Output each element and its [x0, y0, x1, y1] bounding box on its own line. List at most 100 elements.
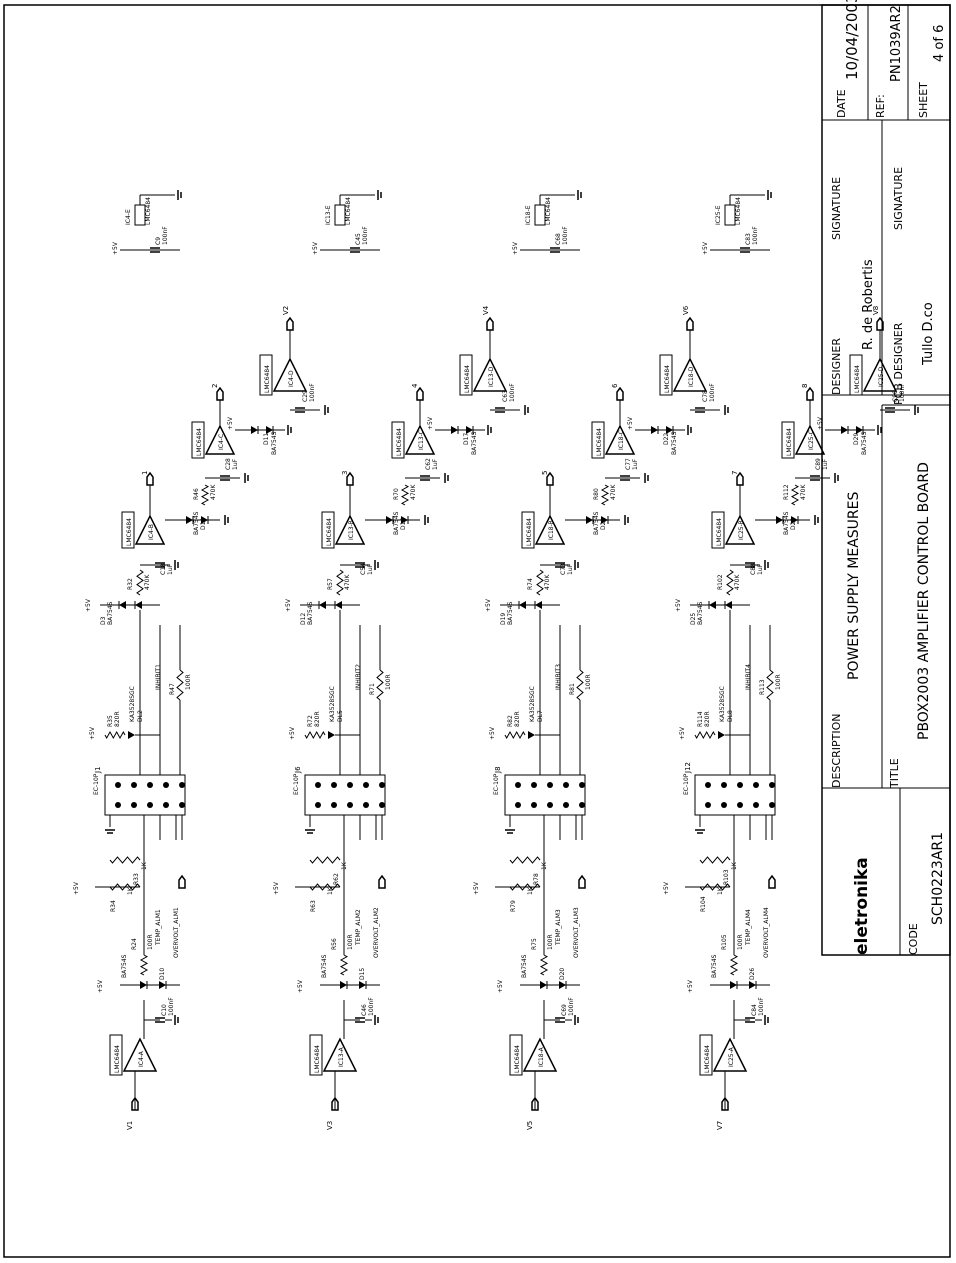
opamp-part: LMC6484 [396, 428, 403, 456]
dec-ic-part: LMC6484 [735, 197, 742, 225]
r-b: R33 [133, 873, 140, 885]
d-in: D10 [159, 968, 166, 980]
connector-ref: J6 [294, 766, 302, 774]
connector-type: EC-10P [493, 773, 500, 795]
d-s1: D10 [200, 518, 207, 530]
c-out-val: 100nF [309, 383, 316, 402]
c-dec: C45 [355, 233, 362, 245]
r-s2-val: 470K [610, 484, 617, 500]
c-s1: C54 [360, 563, 367, 575]
opamp-ref: IC25-A [728, 1046, 735, 1067]
opamp-part: LMC6484 [514, 1045, 521, 1073]
c-out-val: 100nF [709, 383, 716, 402]
c-s1: C73 [560, 563, 567, 575]
connector-ref: J1 [94, 766, 102, 774]
plus5-mid: +5V [675, 598, 682, 612]
r-inh: R47 [169, 683, 176, 695]
c-dec-val: 100nF [752, 226, 759, 245]
plus5-top: +5V [817, 416, 824, 430]
pcb-designer-value: Tullo D.co [921, 302, 936, 366]
c-s2-val: 1uF [232, 458, 239, 470]
connector-type: EC-10P [93, 773, 100, 795]
d-s0: D25 [690, 613, 697, 625]
r-temp-val: 100R [147, 934, 154, 950]
d-s2-part: BA754S [471, 431, 478, 455]
title-value: PBOX2003 AMPLIFIER CONTROL BOARD [916, 462, 932, 740]
r-s1-val: 470K [344, 574, 351, 590]
diode-in: BA754S [121, 954, 128, 978]
r-temp-val: 100R [347, 934, 354, 950]
r-led-val: 820R [514, 711, 521, 727]
plus5-in: +5V [687, 979, 694, 993]
net-out: V4 [482, 305, 490, 315]
input-net: V3 [326, 1121, 334, 1130]
r-a-val: 1K [527, 886, 534, 895]
title-label: TITLE [888, 758, 901, 789]
diode-in: BA754S [321, 954, 328, 978]
d-s0-part: BA754S [107, 601, 114, 625]
plus5-pu: +5V [663, 881, 670, 895]
ref-label: REF: [874, 94, 887, 118]
r-inh-val: 100R [385, 674, 392, 690]
r-b-val: 1K [341, 861, 348, 870]
led-part: KA3528SGC [129, 686, 136, 722]
c-dec-val: 100nF [162, 226, 169, 245]
signature-label: SIGNATURE [830, 177, 843, 240]
code-label: CODE [907, 923, 920, 955]
d-s1-part: BA754S [593, 511, 600, 535]
plus5-in: +5V [297, 979, 304, 993]
r-s1: R32 [127, 578, 134, 590]
d-s1-part: BA754S [193, 511, 200, 535]
c-out-val: 100nF [899, 383, 906, 402]
connector-body [504, 774, 586, 816]
opamp-ref: IC18-A [538, 1046, 545, 1067]
d-s2: D11 [263, 433, 270, 445]
r-a-val: 1K [127, 886, 134, 895]
r-s1-val: 470K [544, 574, 551, 590]
c-in: C69 [561, 1004, 568, 1016]
c-s2: C77 [625, 458, 632, 470]
dec-ic-part: LMC6484 [145, 197, 152, 225]
net-out: V6 [682, 305, 690, 315]
temp-alarm: TEMP_ALM4 [745, 909, 752, 946]
c-in: C10 [161, 1004, 168, 1016]
net-2: 4 [411, 383, 419, 388]
opamp-part: LMC6484 [126, 518, 133, 546]
net-1: 3 [341, 471, 349, 475]
connector-body [104, 774, 186, 816]
r-s2-val: 470K [800, 484, 807, 500]
overvolt-alarm: OVERVOLT_ALM2 [373, 907, 380, 958]
connector-body [694, 774, 776, 816]
net-1: 1 [141, 471, 149, 475]
code-value: SCH0223AR1 [930, 832, 946, 925]
c-out-val: 100nF [509, 383, 516, 402]
dec-ic: IC4-E [125, 209, 132, 225]
r-b-val: 1K [731, 861, 738, 870]
plus5-mid: +5V [85, 598, 92, 612]
d-in: D15 [359, 968, 366, 980]
d-s1-part: BA754S [393, 511, 400, 535]
opamp-part: LMC6484 [664, 365, 671, 393]
r-s1-val: 470K [734, 574, 741, 590]
description-value: POWER SUPPLY MEASURES [846, 492, 862, 680]
opamp-part: LMC6484 [716, 518, 723, 546]
signature2-label: SIGNATURE [892, 167, 905, 230]
temp-alarm: TEMP_ALM3 [555, 909, 562, 946]
c-s2-val: 1uF [432, 458, 439, 470]
connector-ref: J8 [494, 766, 502, 774]
connector-body [304, 774, 386, 816]
temp-alarm: TEMP_ALM2 [355, 909, 362, 946]
c-dec: C9 [155, 237, 162, 245]
d-s1: D28 [790, 518, 797, 530]
r-s2-val: 470K [210, 484, 217, 500]
diode-in: BA754S [711, 954, 718, 978]
pcb-designer-label: PCB DESIGNER [892, 322, 905, 405]
plus5-in: +5V [97, 979, 104, 993]
d-s0: D12 [300, 613, 307, 625]
dec-ic: IC13-E [325, 205, 332, 225]
r-temp: R24 [131, 938, 138, 950]
description-label: DESCRIPTION [830, 714, 843, 788]
